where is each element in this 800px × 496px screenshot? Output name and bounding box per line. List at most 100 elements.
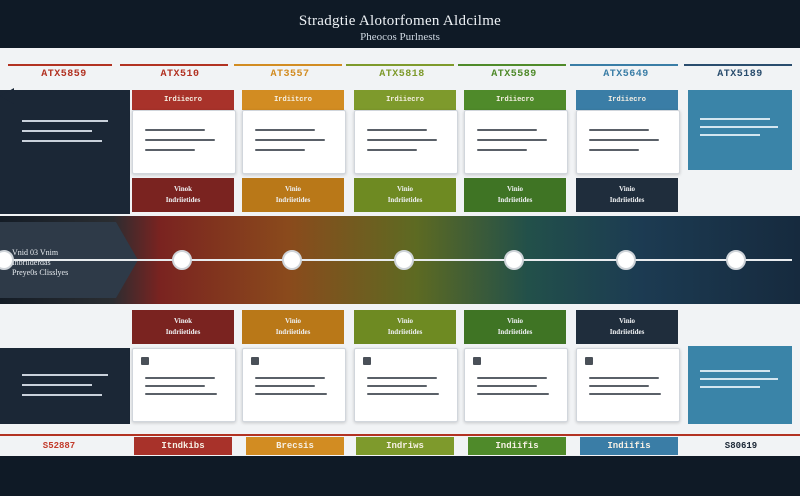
column-rule [234,64,342,66]
card-text-line [477,149,527,151]
stage-tab: Irdiitcro [242,90,344,110]
mid-left-line-1: Vnid 03 Vnim [12,248,59,257]
milestone-line-1: Vinio [506,185,524,193]
milestone-box: Vinok Indriietides [132,310,234,344]
card-text-line [145,149,195,151]
card-text-line [367,149,417,151]
bottom-label: Brecsis [246,437,344,455]
milestone-line-2: Indriietides [609,196,645,204]
timeline-node [282,250,302,270]
side-panel-top [0,90,130,214]
stage-tab: Irdiiecro [354,90,456,110]
card-text-line [367,385,427,387]
milestone-box: Vinio Indriietides [354,310,456,344]
milestone-box: Vinok Indriietides [132,178,234,212]
milestone-box: Vinio Indriietides [242,310,344,344]
milestone-line-1: Vinio [618,317,636,325]
stage-card [242,110,346,174]
milestone-line-2: Indriietides [275,328,311,336]
card-text-line [477,377,547,379]
card-text-line [255,393,327,395]
card-text-line [145,139,215,141]
side-panel-bottom [0,348,130,424]
side-line [22,374,108,376]
card-handle-icon [363,357,371,365]
card-text-line [145,129,205,131]
card-text-line [255,149,305,151]
side-line [22,140,102,142]
card-text-line [477,393,549,395]
card-handle-icon [473,357,481,365]
mid-left-line-2: Inbrilderdas [12,258,51,267]
column-rule [346,64,454,66]
bottom-label: Indiifis [468,437,566,455]
card-text-line [589,139,659,141]
card-handle-icon [251,357,259,365]
column-label: ATX5818 [379,69,425,80]
milestone-line-1: Vinok [173,317,193,325]
milestone-line-2: Indriietides [275,196,311,204]
milestone-box: Vinio Indriietides [354,178,456,212]
stage-card [132,348,236,422]
side-line [22,120,108,122]
stage-tab: Irdiiecro [132,90,234,110]
stage-card [464,348,568,422]
milestone-box: Vinio Indriietides [464,178,566,212]
summary-panel-bottom [688,346,792,424]
stage-card [576,348,680,422]
milestone-line-1: Vinio [284,317,302,325]
column-label: ATX5649 [603,69,649,80]
panel-text-line [700,134,760,136]
milestone-line-1: Vinio [506,317,524,325]
mid-left-line-3: Preye0s Clisslyes [12,268,69,277]
milestone-line-2: Indriietides [165,196,201,204]
card-text-line [145,377,215,379]
card-text-line [255,129,315,131]
panel-text-line [700,126,778,128]
column-rule [120,64,228,66]
footer [0,456,800,496]
stage-card [132,110,236,174]
column-rule [570,64,678,66]
card-handle-icon [585,357,593,365]
summary-panel-top [688,90,792,170]
milestone-box: Vinio Indriietides [576,310,678,344]
side-line [22,394,102,396]
stage-card [242,348,346,422]
timeline-node [394,250,414,270]
timeline-node [172,250,192,270]
milestone-line-1: Vinio [618,185,636,193]
bottom-label: S80619 [724,441,758,451]
card-text-line [367,377,437,379]
milestone-line-2: Indriietides [387,328,423,336]
card-text-line [367,393,439,395]
column-label: ATX5189 [717,69,763,80]
stage-tab: Irdiiecro [576,90,678,110]
bottom-label: S52887 [42,441,76,451]
timeline-node [0,250,14,270]
bottom-label: Itndkibs [134,437,232,455]
milestone-line-1: Vinio [284,185,302,193]
mid-left-text: Vnid 03 Vnim Inbrilderdas Preye0s Clissl… [12,248,68,278]
side-line [22,130,92,132]
milestone-line-2: Indriietides [497,196,533,204]
milestone-line-1: Vinio [396,317,414,325]
timeline-node [616,250,636,270]
milestone-line-2: Indriietides [387,196,423,204]
card-text-line [367,139,437,141]
card-text-line [589,393,661,395]
column-rule [458,64,566,66]
page-title: Stradgtie Alotorfomen Aldcilme [298,13,502,29]
milestone-line-1: Vinio [396,185,414,193]
header: Stradgtie Alotorfomen Aldcilme Pheocos P… [0,0,800,48]
stage-tab: Irdiiecro [464,90,566,110]
column-label: AT3557 [270,69,310,80]
milestone-box: Vinio Indriietides [464,310,566,344]
panel-text-line [700,370,770,372]
stage-card [354,348,458,422]
card-text-line [145,385,205,387]
milestone-box: Vinio Indriietides [242,178,344,212]
column-rule [684,64,792,66]
card-text-line [145,393,217,395]
